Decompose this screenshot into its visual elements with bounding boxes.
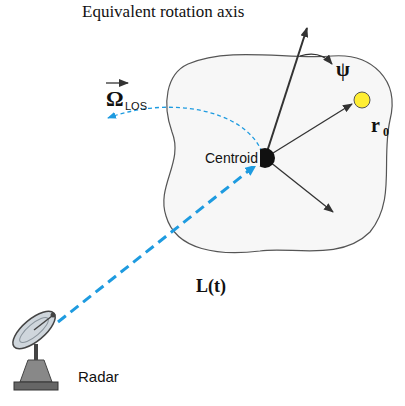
axis-label: Equivalent rotation axis xyxy=(82,2,244,22)
scatterer-point xyxy=(354,92,370,108)
subscript: LOS xyxy=(125,100,147,112)
rotation-axis xyxy=(265,28,307,158)
radar-label: Radar xyxy=(78,368,119,385)
angle-symbol: ψ xyxy=(336,58,350,81)
centroid-label: Centroid xyxy=(203,150,260,166)
radar-icon xyxy=(7,305,61,390)
vector-arrow xyxy=(106,82,128,83)
target-body xyxy=(164,55,392,253)
subscript: 0 xyxy=(383,125,389,140)
body-vector xyxy=(265,158,333,212)
angle-arc xyxy=(300,54,332,64)
omega-symbol: Ω xyxy=(106,86,124,112)
los-line xyxy=(58,165,256,322)
los-rotation-arc xyxy=(108,107,262,152)
range-label: L(t) xyxy=(196,276,226,297)
vector-symbol: r xyxy=(371,114,380,137)
position-vector xyxy=(265,104,352,158)
